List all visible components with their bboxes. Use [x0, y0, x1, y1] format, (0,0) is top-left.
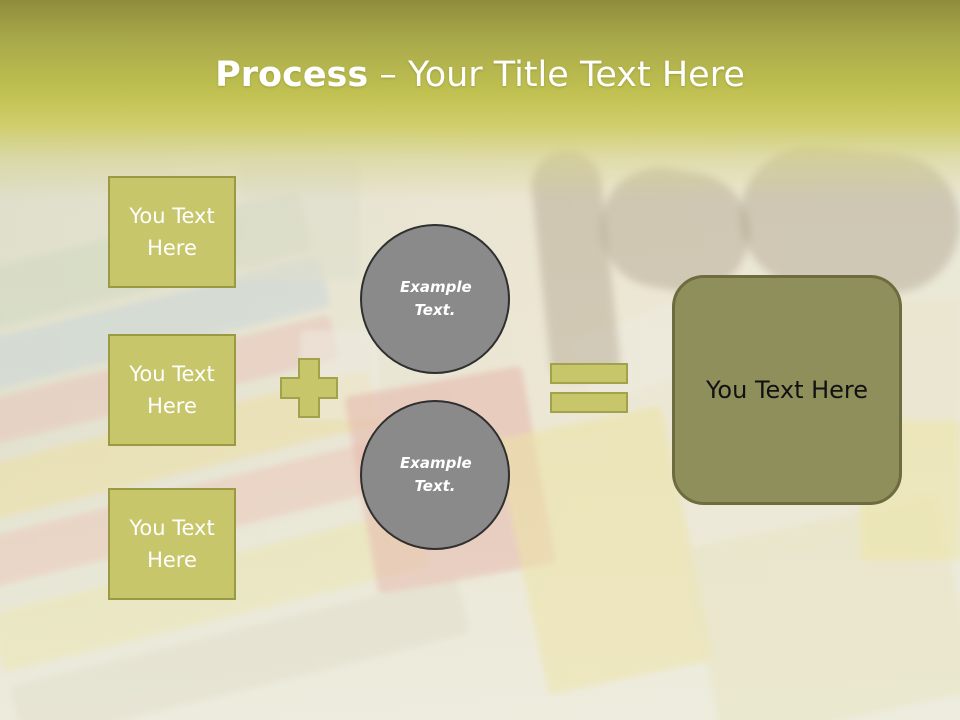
equals-icon — [550, 363, 628, 413]
input-box-1[interactable]: You Text Here — [108, 176, 236, 288]
operand-circle-1[interactable]: Example Text. — [360, 224, 510, 374]
input-box-label: You Text Here — [129, 516, 215, 572]
title-bold: Process — [215, 55, 369, 95]
slide-title: Process – Your Title Text Here — [0, 50, 960, 100]
result-label: You Text Here — [705, 376, 869, 404]
input-box-label: You Text Here — [129, 204, 215, 260]
input-box-2[interactable]: You Text Here — [108, 334, 236, 446]
operand-label: Example Text. — [400, 454, 472, 495]
operand-label: Example Text. — [400, 278, 472, 319]
operand-circle-2[interactable]: Example Text. — [360, 400, 510, 550]
title-rest: – Your Title Text Here — [368, 55, 745, 95]
result-box[interactable]: You Text Here — [672, 275, 902, 505]
plus-icon — [280, 358, 338, 418]
input-box-3[interactable]: You Text Here — [108, 488, 236, 600]
header-band — [0, 0, 960, 200]
input-box-label: You Text Here — [129, 362, 215, 418]
